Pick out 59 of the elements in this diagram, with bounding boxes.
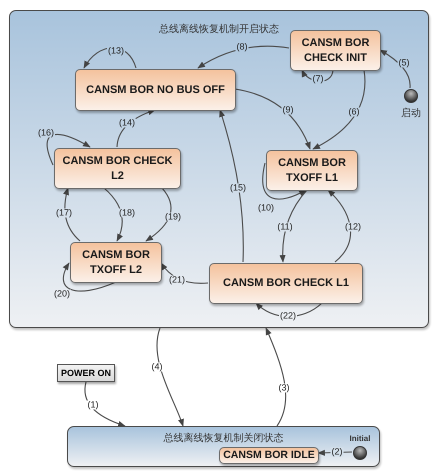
transition-arrow bbox=[145, 188, 172, 242]
edge-label: (10) bbox=[257, 204, 275, 212]
state-box: CANSM BOR NO BUS OFF bbox=[75, 69, 236, 111]
event-box: POWER ON bbox=[57, 364, 115, 382]
transition-arrow bbox=[63, 187, 80, 242]
transition-arrow bbox=[262, 162, 307, 200]
edge-label: (11) bbox=[276, 222, 294, 232]
edge-label: (12) bbox=[344, 222, 362, 232]
edge-label: (21) bbox=[168, 276, 186, 284]
state-box: CANSM BOR IDLE bbox=[219, 447, 319, 464]
state-box: CANSM BOR TXOFF L1 bbox=[266, 150, 358, 191]
edge-label: (6) bbox=[348, 108, 360, 116]
edge-label: (15) bbox=[229, 184, 247, 192]
region-title: 总线离线恢复机制关闭状态 bbox=[164, 433, 284, 444]
edge-label: (20) bbox=[53, 290, 71, 298]
transition-arrow bbox=[266, 327, 286, 426]
transition-arrow bbox=[280, 190, 308, 263]
state-region bbox=[9, 10, 429, 328]
edge-label: (14) bbox=[118, 118, 136, 128]
edge-label: (13) bbox=[107, 46, 125, 56]
state-box: CANSM BOR CHECK L2 bbox=[54, 148, 181, 189]
transition-arrow bbox=[255, 302, 322, 318]
transition-arrow bbox=[116, 109, 156, 148]
transition-arrow bbox=[197, 46, 290, 68]
transition-arrow bbox=[46, 134, 91, 166]
state-caption: Initial bbox=[350, 434, 370, 443]
edge-label: (17) bbox=[55, 208, 73, 218]
state-region bbox=[67, 426, 380, 467]
edge-label: (19) bbox=[164, 212, 182, 222]
transition-arrow bbox=[379, 50, 411, 88]
transition-arrow bbox=[302, 69, 334, 82]
transition-arrow bbox=[104, 188, 123, 242]
edge-label: (8) bbox=[236, 42, 248, 52]
edge-label: (4) bbox=[150, 362, 164, 372]
state-caption: 启动 bbox=[401, 106, 421, 120]
state-box: CANSM BOR CHECK INIT bbox=[290, 30, 381, 71]
edge-label: (1) bbox=[86, 400, 100, 410]
state-box: CANSM BOR TXOFF L2 bbox=[70, 242, 162, 283]
transition-arrow bbox=[62, 262, 116, 292]
initial-state-dot bbox=[404, 89, 418, 103]
region-title: 总线离线恢复机制开启状态 bbox=[159, 24, 279, 35]
transition-arrow bbox=[156, 328, 184, 427]
transition-arrow bbox=[160, 262, 208, 284]
transition-arrow bbox=[312, 70, 366, 150]
edge-label: (7) bbox=[312, 74, 324, 84]
edge-label: (16) bbox=[37, 128, 55, 138]
state-box: CANSM BOR CHECK L1 bbox=[209, 263, 363, 304]
edge-label: (18) bbox=[118, 208, 136, 218]
transition-arrow bbox=[219, 109, 244, 262]
transition-arrow bbox=[84, 382, 126, 427]
edge-label: (2) bbox=[330, 448, 344, 456]
edge-label: (5) bbox=[398, 58, 410, 68]
initial-state-dot bbox=[353, 446, 367, 460]
edge-label: (3) bbox=[278, 384, 290, 392]
transition-arrow bbox=[234, 88, 311, 150]
edge-label: (22) bbox=[279, 312, 297, 320]
edge-label: (9) bbox=[282, 106, 294, 114]
transition-arrow bbox=[84, 47, 137, 69]
transition-arrow bbox=[327, 189, 352, 262]
